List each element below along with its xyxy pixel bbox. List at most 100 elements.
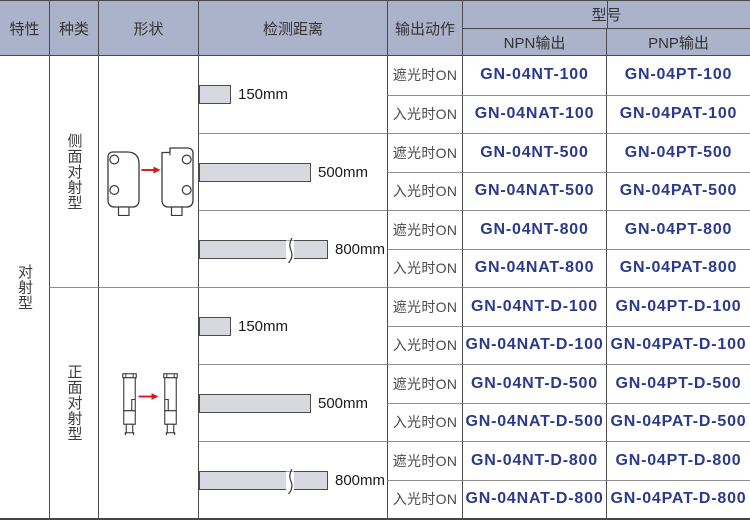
header-npn-output: NPN输出	[462, 29, 606, 56]
header-pnp-output: PNP输出	[606, 29, 750, 56]
npn-model-cell: GN-04NT-800	[462, 210, 606, 249]
pnp-model-cell: GN-04PT-D-100	[606, 287, 750, 326]
kind-side-label: 侧面对射型	[65, 132, 83, 211]
header-characteristic: 特性	[0, 1, 49, 56]
pnp-model-cell: GN-04PT-100	[606, 56, 750, 95]
header-shape-label: 形状	[133, 20, 164, 38]
feature-type-cell: 对射型	[0, 56, 49, 518]
output-action-label: 入光时ON	[392, 183, 458, 200]
distance-bar	[199, 238, 328, 263]
distance-label: 500mm	[318, 394, 369, 412]
pnp-model: GN-04PAT-D-100	[610, 336, 747, 354]
output-action-label: 入光时ON	[392, 491, 458, 508]
pnp-model-cell: GN-04PAT-D-500	[606, 402, 750, 441]
npn-model-cell: GN-04NAT-100	[462, 94, 606, 133]
pnp-model-cell: GN-04PAT-500	[606, 171, 750, 210]
pnp-model-cell: GN-04PAT-100	[606, 94, 750, 133]
npn-model-cell: GN-04NT-D-800	[462, 441, 606, 480]
pnp-model-cell: GN-04PT-D-800	[606, 441, 750, 480]
distance-label: 800mm	[335, 240, 386, 258]
face-to-face-sensors-icon	[121, 372, 178, 435]
kind-front-cell: 正面对射型	[49, 287, 98, 518]
output-action-label: 入光时ON	[392, 106, 458, 123]
pnp-model-cell: GN-04PAT-800	[606, 248, 750, 287]
npn-model: GN-04NAT-D-100	[465, 336, 604, 354]
pnp-model-cell: GN-04PAT-D-800	[606, 479, 750, 518]
output-action-cell: 入光时ON	[387, 479, 462, 518]
npn-model: GN-04NT-D-800	[471, 451, 598, 469]
header-output-action-label: 输出动作	[394, 20, 455, 38]
pnp-model: GN-04PT-D-500	[615, 374, 742, 392]
output-action-label: 遮光时ON	[392, 452, 458, 469]
npn-model-cell: GN-04NAT-500	[462, 171, 606, 210]
pnp-model: GN-04PT-500	[624, 143, 733, 161]
npn-model: GN-04NAT-500	[474, 182, 595, 200]
npn-model: GN-04NT-100	[480, 66, 589, 84]
pnp-model: GN-04PAT-D-500	[610, 413, 747, 431]
header-kind: 种类	[49, 1, 98, 56]
pnp-model: GN-04PAT-D-800	[610, 490, 747, 508]
npn-model-cell: GN-04NAT-800	[462, 248, 606, 287]
output-action-label: 遮光时ON	[392, 298, 458, 315]
distance-bar	[199, 162, 311, 182]
pnp-model-cell: GN-04PAT-D-100	[606, 325, 750, 364]
distance-bar	[199, 85, 231, 104]
output-action-label: 遮光时ON	[392, 67, 458, 84]
npn-model: GN-04NT-800	[480, 220, 589, 238]
npn-model: GN-04NT-500	[480, 143, 589, 161]
pnp-model: GN-04PT-D-800	[615, 451, 742, 469]
header-model-label: 型号	[591, 7, 622, 24]
output-action-cell: 遮光时ON	[387, 364, 462, 403]
header-distance: 检测距离	[198, 1, 387, 56]
shape-side-cell	[98, 56, 198, 287]
header-output-action: 输出动作	[387, 1, 462, 56]
npn-model: GN-04NAT-800	[474, 259, 595, 277]
bar-break-icon	[286, 469, 294, 494]
header-pnp-output-label: PNP输出	[648, 34, 709, 52]
output-action-cell: 入光时ON	[387, 94, 462, 133]
header-shape: 形状	[98, 1, 198, 56]
pnp-model: GN-04PT-100	[624, 66, 733, 84]
npn-model: GN-04NT-D-100	[471, 297, 598, 315]
npn-model-cell: GN-04NT-D-100	[462, 287, 606, 326]
header-kind-label: 种类	[58, 20, 89, 38]
pnp-model: GN-04PAT-500	[619, 182, 738, 200]
output-action-cell: 入光时ON	[387, 248, 462, 287]
npn-model: GN-04NAT-D-800	[465, 490, 604, 508]
output-action-cell: 遮光时ON	[387, 441, 462, 480]
pnp-model: GN-04PAT-800	[619, 259, 738, 277]
shape-front-cell	[98, 287, 198, 518]
distance-bar	[199, 469, 328, 494]
red-arrow-icon	[138, 392, 158, 400]
output-action-label: 遮光时ON	[392, 221, 458, 238]
distance-cell-800: 800mm	[198, 441, 387, 518]
output-action-cell: 入光时ON	[387, 325, 462, 364]
pnp-model: GN-04PT-D-100	[615, 297, 742, 315]
npn-model: GN-04NT-D-500	[471, 374, 598, 392]
output-action-label: 入光时ON	[392, 260, 458, 277]
output-action-label: 遮光时ON	[392, 144, 458, 161]
npn-model-cell: GN-04NT-D-500	[462, 364, 606, 403]
header-model: 型号	[462, 1, 750, 29]
distance-cell-150: 150mm	[198, 56, 387, 133]
distance-cell-500: 500mm	[198, 364, 387, 441]
bar-break-icon	[286, 238, 294, 263]
output-action-label: 遮光时ON	[392, 375, 458, 392]
red-arrow-icon	[141, 166, 160, 173]
npn-model-cell: GN-04NAT-D-100	[462, 325, 606, 364]
distance-label: 150mm	[238, 86, 289, 103]
distance-cell-500: 500mm	[198, 133, 387, 210]
distance-bar	[199, 316, 231, 336]
header-npn-output-label: NPN输出	[503, 34, 566, 52]
output-action-cell: 遮光时ON	[387, 56, 462, 95]
feature-type-label: 对射型	[16, 263, 33, 311]
output-action-label: 入光时ON	[392, 337, 458, 354]
pnp-model: GN-04PAT-100	[619, 105, 738, 123]
output-action-cell: 遮光时ON	[387, 210, 462, 249]
output-action-label: 入光时ON	[392, 414, 458, 431]
output-action-cell: 入光时ON	[387, 171, 462, 210]
npn-model-cell: GN-04NT-100	[462, 56, 606, 95]
kind-side-cell: 侧面对射型	[49, 56, 98, 287]
npn-model-cell: GN-04NAT-D-500	[462, 402, 606, 441]
